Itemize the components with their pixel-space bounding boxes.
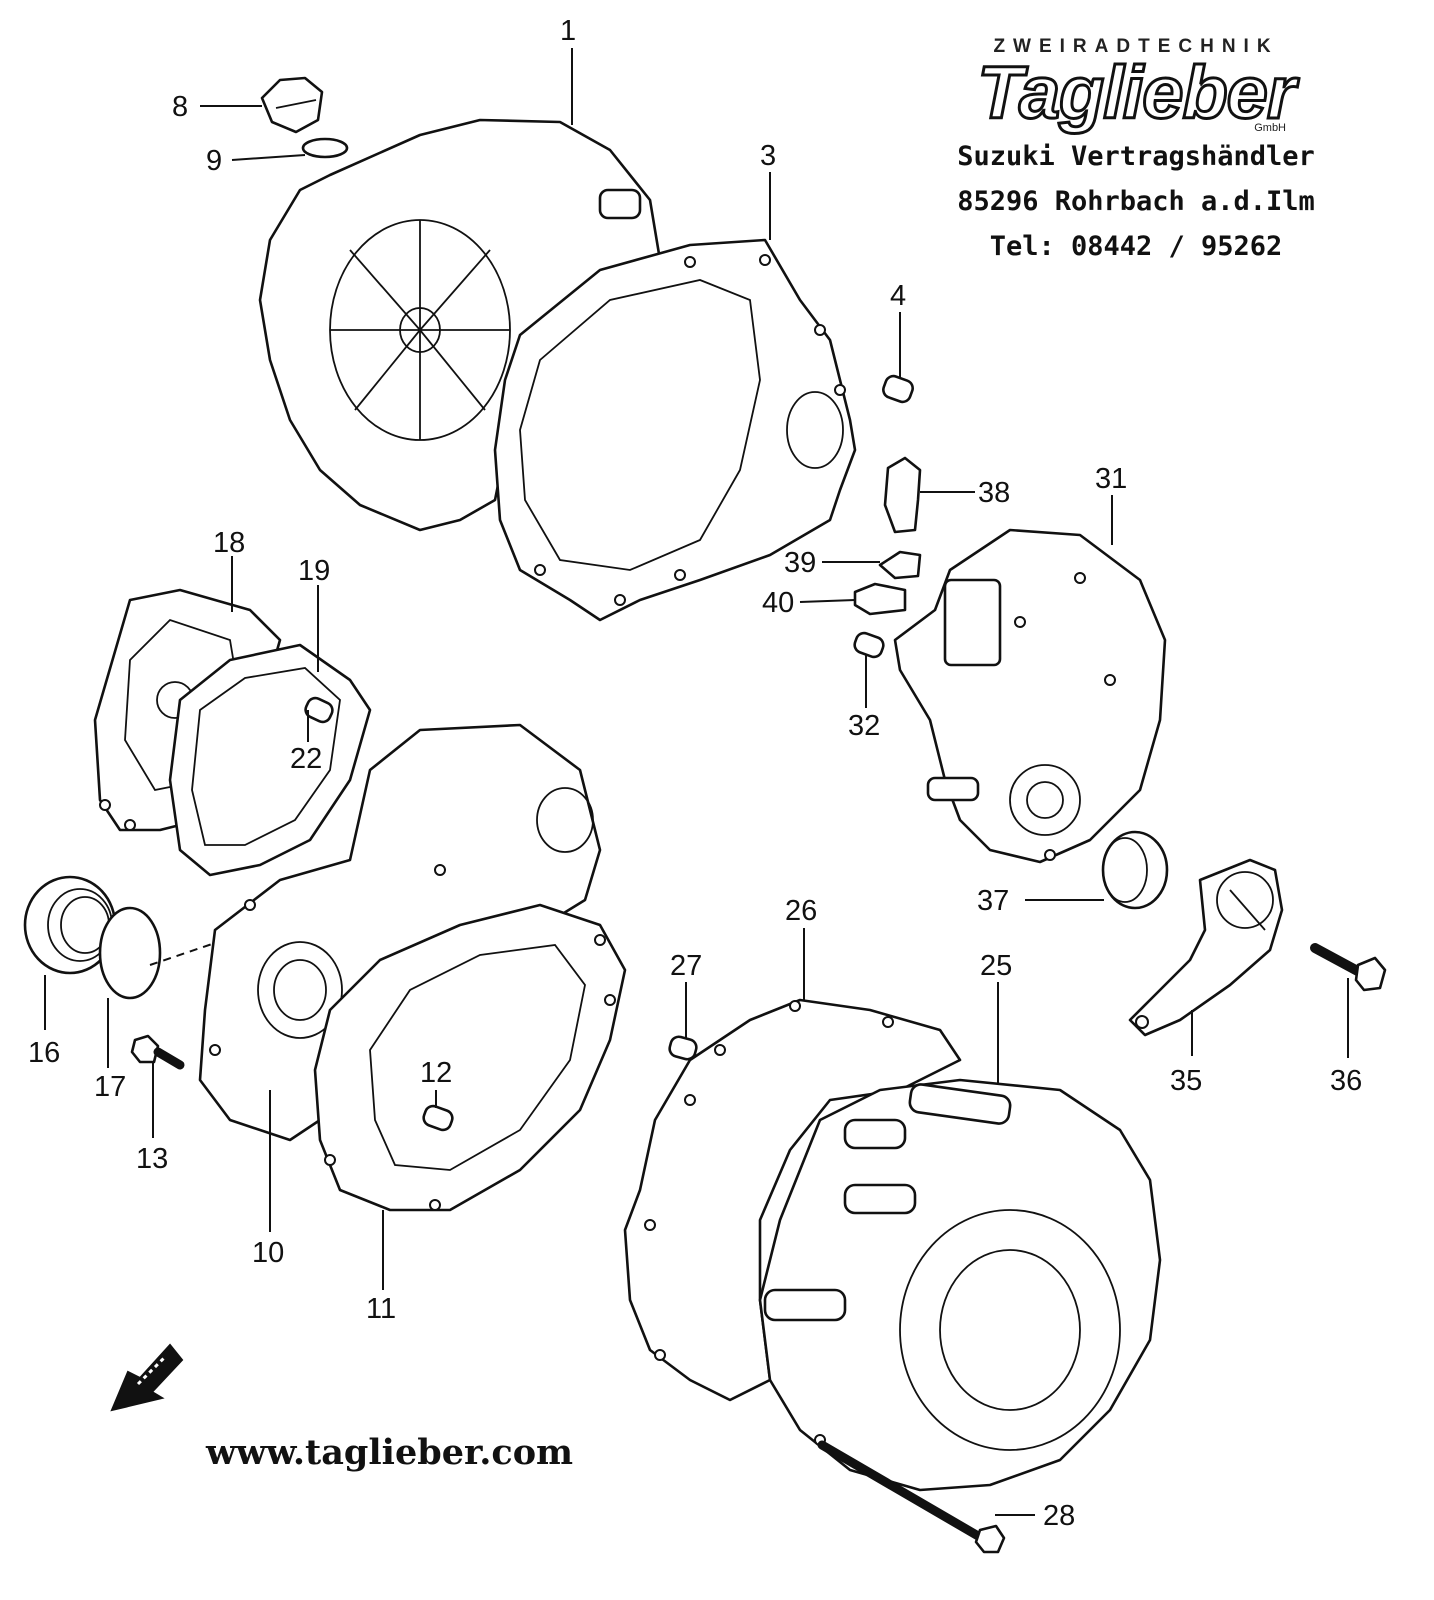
callout-28: 28 [1043,1500,1075,1532]
dealer-brand-subtitle: ZWEIRADTECHNIK [993,36,1279,57]
part-28-bolt [817,1440,1006,1554]
part-39-gasket-piece [878,550,922,580]
callout-8: 8 [172,91,188,123]
part-32-dowel-pin [853,631,885,659]
part-12-dowel-pin [422,1104,454,1132]
part-25-clutch-housing-cover [758,1078,1162,1492]
part-8-oil-filler-plug [260,76,324,134]
callout-36: 36 [1330,1065,1362,1097]
callout-18: 18 [213,527,245,559]
part-37-cap [1101,830,1169,910]
callout-12: 12 [420,1057,452,1089]
assembly-dashed-line [149,941,219,966]
callout-31: 31 [1095,463,1127,495]
part-22-dowel-pin [304,696,334,724]
callout-19: 19 [298,555,330,587]
part-1-clutch-cover [258,118,662,532]
part-13-bolt [130,1034,185,1070]
part-31-pump-cover [893,528,1167,864]
callout-9: 9 [206,145,222,177]
dealer-logo: Taglieber [976,51,1297,134]
part-36-bolt [1310,943,1387,992]
part-3-clutch-cover-gasket [493,238,857,622]
dealer-line-2: 85296 Rohrbach a.d.Ilm [957,186,1315,217]
callout-25: 25 [980,950,1012,982]
dealer-line-1: Suzuki Vertragshändler [957,141,1315,172]
callout-37: 37 [977,885,1009,917]
leader-lines [44,48,1349,1516]
callout-4: 4 [890,280,906,312]
dealer-legal-form: GmbH [1254,122,1286,134]
front-arrow-icon [110,1343,184,1412]
callout-1: 1 [560,15,576,47]
part-10-generator-cover [198,723,602,1142]
dealer-stamp: ZWEIRADTECHNIK Taglieber GmbH Suzuki Ver… [916,36,1356,269]
callout-40: 40 [762,587,794,619]
callout-11: 11 [366,1293,396,1325]
callout-17: 17 [94,1071,126,1103]
callout-27: 27 [670,950,702,982]
part-38-gasket-piece [883,456,922,534]
callout-3: 3 [760,140,776,172]
callout-13: 13 [136,1143,168,1175]
part-4-dowel-pin [882,374,914,404]
callout-38: 38 [978,477,1010,509]
callout-10: 10 [252,1237,284,1269]
callout-35: 35 [1170,1065,1202,1097]
callout-39: 39 [784,547,816,579]
callout-22: 22 [290,743,322,775]
part-17-o-ring [98,906,162,1000]
callout-16: 16 [28,1037,60,1069]
part-9-o-ring [301,137,349,159]
dealer-phone: Tel: 08442 / 95262 [989,231,1283,262]
part-40-gasket-piece [853,582,907,616]
part-35-bracket [1128,858,1284,1037]
part-26-generator-cover-gasket [623,998,962,1402]
callout-26: 26 [785,895,817,927]
part-11-cover-gasket [313,903,627,1212]
website-url: www.taglieber.com [206,1432,574,1473]
callout-32: 32 [848,710,880,742]
part-27-dowel-pin [668,1035,698,1061]
callout-labels: 1 3 4 8 9 10 11 12 13 16 17 18 19 22 25 … [28,15,1362,1532]
